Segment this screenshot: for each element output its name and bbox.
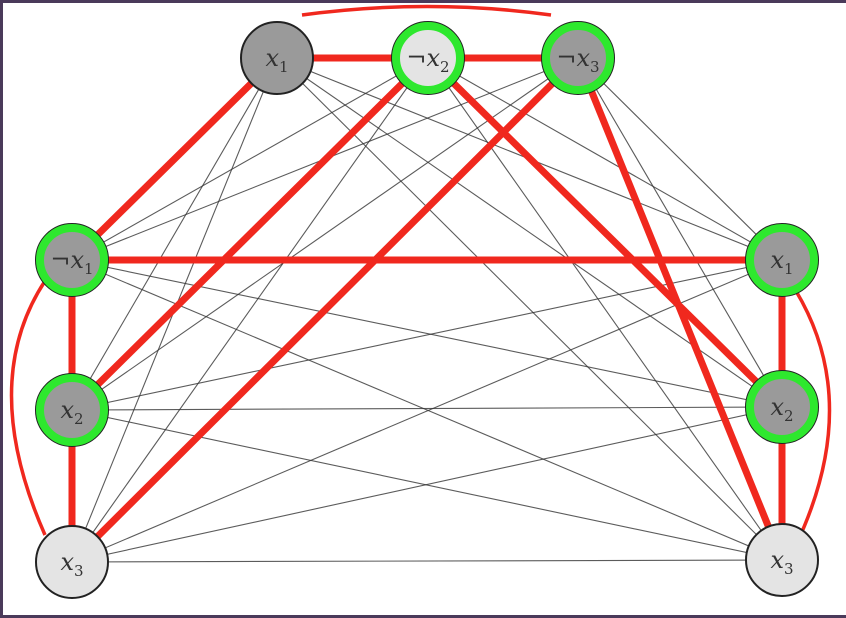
- graph-diagram: x1 ¬x2 ¬x3 ¬x1 x2 x3 x1 x2 x3: [3, 3, 846, 615]
- literal-label: x3: [60, 548, 83, 580]
- graph-edge: [577, 57, 783, 408]
- highlighted-arc: [301, 4, 552, 17]
- literal-label: ¬x2: [406, 44, 449, 76]
- graph-edge: [71, 259, 783, 411]
- literal-label: x2: [60, 396, 83, 428]
- selected-ring: [36, 224, 108, 296]
- selected-ring: [542, 22, 614, 94]
- selected-ring: [36, 374, 108, 446]
- clause-graph: x1 ¬x2 ¬x3 ¬x1 x2 x3 x1 x2 x3: [9, 4, 832, 599]
- selected-ring: [392, 22, 464, 94]
- graph-edge: [71, 559, 783, 563]
- graph-edge: [276, 57, 783, 561]
- literal-node: [745, 523, 819, 597]
- highlighted-edge: [425, 55, 785, 410]
- highlighted-arc: [794, 290, 832, 546]
- selected-ring: [746, 224, 818, 296]
- graph-edge: [71, 406, 783, 411]
- highlighted-edge: [574, 56, 786, 562]
- literal-label: x3: [770, 546, 793, 578]
- graph-edge: [71, 259, 783, 563]
- literal-label: ¬x1: [50, 246, 93, 278]
- graph-edge: [427, 57, 783, 261]
- graph-edge: [71, 259, 783, 561]
- highlighted-edge: [69, 55, 431, 413]
- literal-label: x1: [265, 44, 288, 76]
- literal-node: [35, 525, 109, 599]
- literal-label: x1: [770, 246, 793, 278]
- graph-edge: [71, 57, 579, 411]
- literal-label: ¬x3: [556, 44, 599, 76]
- highlighted-edge: [69, 55, 581, 565]
- graph-edge: [71, 259, 783, 408]
- graph-edge: [71, 57, 429, 261]
- selected-ring: [746, 371, 818, 443]
- graph-edge: [427, 57, 783, 561]
- literal-label: x2: [770, 393, 793, 425]
- highlighted-arc: [9, 280, 47, 536]
- graph-edge: [71, 406, 783, 563]
- graph-edge: [71, 57, 278, 411]
- highlighted-edge: [69, 55, 280, 263]
- graph-edge: [577, 57, 783, 261]
- literal-node: [240, 21, 314, 95]
